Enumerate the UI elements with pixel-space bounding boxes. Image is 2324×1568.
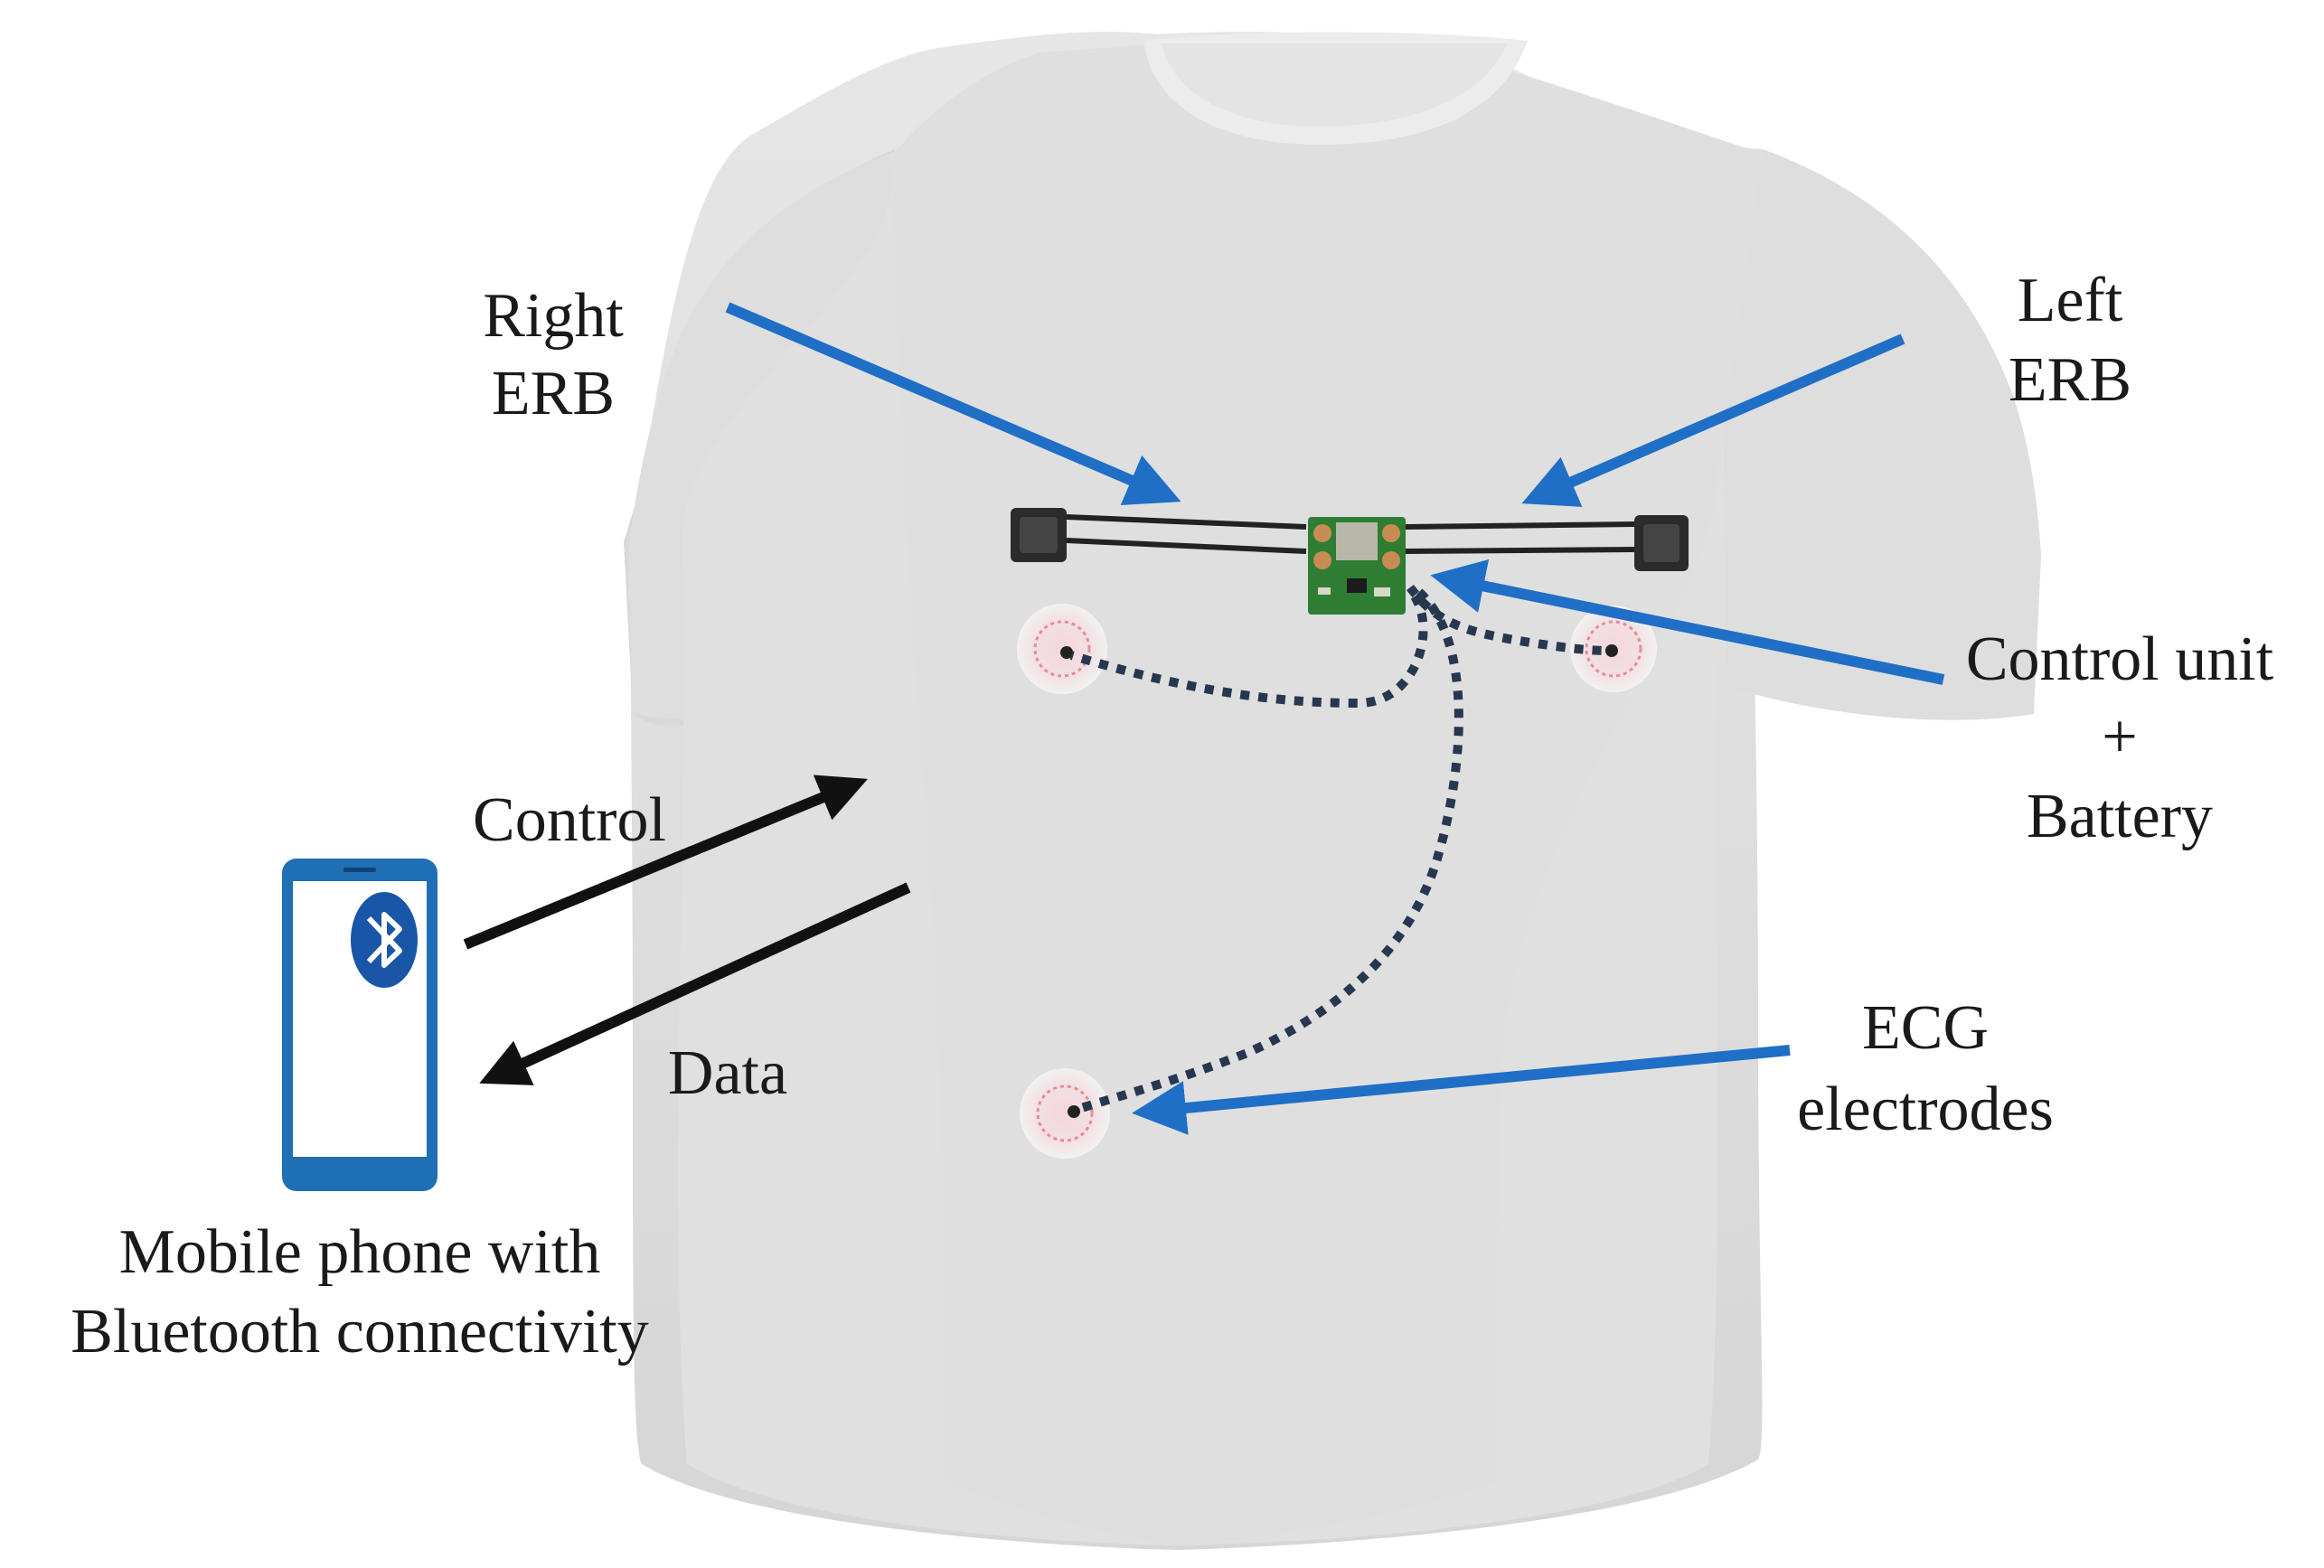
pcb-pad: [1313, 551, 1331, 569]
arrow-left-erb: [1521, 333, 1905, 507]
right-erb-electrode-face: [1020, 517, 1058, 553]
pcb-component: [1318, 587, 1331, 595]
control-unit-pcb: [1308, 517, 1406, 615]
pcb-pad: [1382, 524, 1400, 542]
ecg-label-line1: ECG: [1862, 993, 1989, 1063]
arrow-right-erb: [725, 302, 1181, 506]
phone-label-line1: Mobile phone with: [119, 1217, 601, 1287]
t-shirt-torso-main: [890, 45, 1763, 1545]
arrow-control-unit: [1430, 559, 1945, 685]
ecg-electrode-lower: [1020, 1068, 1110, 1159]
arrow-data: [479, 882, 911, 1085]
arrow-control: [463, 775, 868, 950]
control-unit-label-line2: +: [2102, 702, 2137, 772]
pcb-component: [1374, 587, 1390, 596]
left-erb-electrode-face: [1643, 524, 1679, 562]
mobile-phone-icon: [282, 859, 438, 1191]
wire-to-upper-left-electrode: [1407, 584, 1610, 655]
control-unit-label-line1: Control unit: [1966, 624, 2274, 694]
annotation-arrows: [725, 302, 1945, 1135]
pcb-pad: [1382, 551, 1400, 569]
pcb-pad: [1313, 524, 1331, 542]
arrow-ecg-electrodes: [1132, 1045, 1791, 1135]
pcb-chip: [1336, 522, 1378, 560]
erb-wire-bottom: [1066, 538, 1637, 554]
link-arrows: [463, 775, 911, 1085]
pcb-ic: [1347, 578, 1367, 593]
erb-band: [1011, 508, 1689, 571]
control-label: Control: [473, 785, 666, 855]
sleeve-left-of-wearer: [1722, 149, 2041, 720]
ecg-electrode-upper-right: [1017, 604, 1107, 694]
right-erb-label-line1: Right: [483, 281, 624, 351]
wire-to-upper-right-electrode: [1069, 594, 1428, 709]
bluetooth-icon: [351, 892, 418, 988]
left-erb-label-line1: Left: [2018, 266, 2123, 335]
control-unit-label-line3: Battery: [2027, 782, 2213, 851]
data-label: Data: [668, 1038, 787, 1108]
ecg-label-line2: electrodes: [1797, 1075, 2054, 1144]
labels: Right ERB Left ERB Control unit + Batter…: [71, 266, 2274, 1366]
ecg-electrode-upper-left: [1570, 606, 1657, 692]
t-shirt-collar-inner: [1162, 43, 1508, 127]
erb-wire-top: [1066, 514, 1637, 530]
left-erb-label-line2: ERB: [2009, 345, 2131, 415]
phone-label-line2: Bluetooth connectivity: [71, 1297, 649, 1366]
t-shirt: [624, 32, 2041, 1550]
right-erb-label-line2: ERB: [492, 359, 615, 428]
